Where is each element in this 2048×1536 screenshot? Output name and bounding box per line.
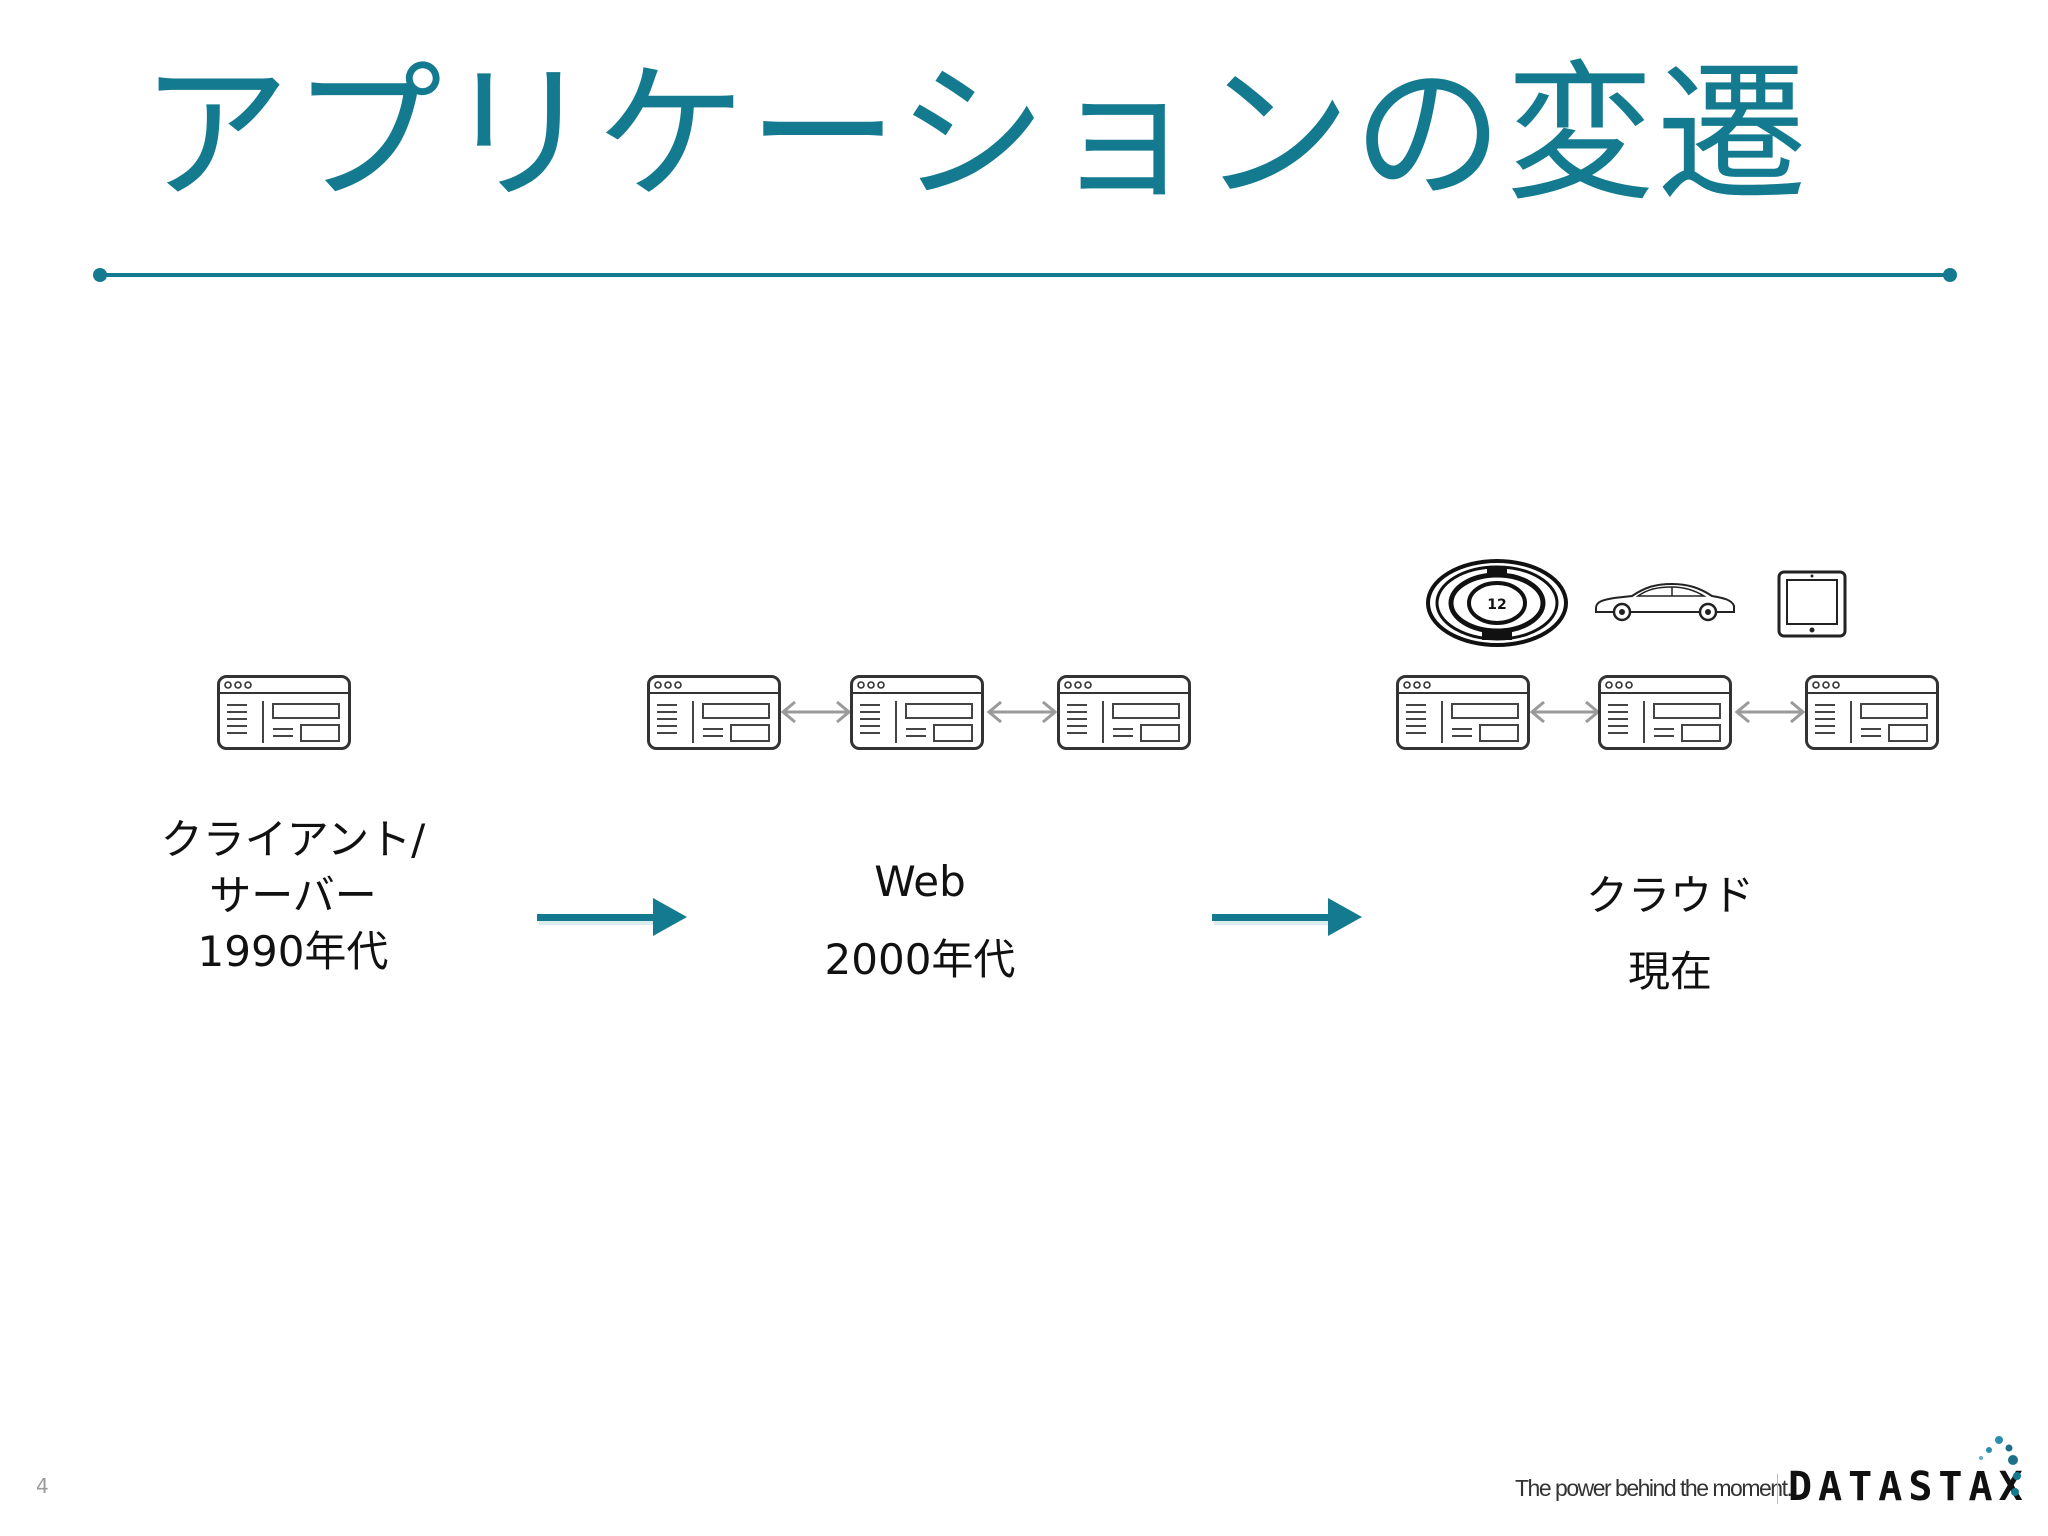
footer-tagline: The power behind the moment. bbox=[1515, 1475, 1793, 1501]
slide-title: アプリケーションの変遷 bbox=[140, 48, 1810, 222]
era-web-label: Web bbox=[874, 857, 966, 906]
divider-start-dot bbox=[93, 268, 107, 282]
era-cloud-period: 現在 bbox=[1627, 947, 1712, 996]
browser-window-icon bbox=[647, 675, 781, 750]
double-arrow-icon bbox=[1735, 700, 1805, 724]
era-label-line: サーバー bbox=[209, 871, 377, 920]
browser-window-icon bbox=[1057, 675, 1191, 750]
double-arrow-icon bbox=[987, 700, 1057, 724]
footer-divider bbox=[1777, 1474, 1778, 1504]
double-arrow-icon bbox=[1530, 700, 1600, 724]
page-number: 4 bbox=[36, 1474, 49, 1498]
divider-end-dot bbox=[1943, 268, 1957, 282]
era-label-line: 1990年代 bbox=[197, 927, 389, 976]
era-cloud-label: クラウド bbox=[1585, 871, 1754, 920]
transition-arrow-1 bbox=[537, 898, 687, 936]
tablet-icon bbox=[1777, 570, 1847, 638]
brand-dots-icon bbox=[1979, 1436, 2021, 1496]
thermostat-reading: 12 bbox=[1487, 597, 1506, 613]
title-divider bbox=[93, 268, 1957, 282]
browser-window-icon bbox=[850, 675, 984, 750]
era-web-period: 2000年代 bbox=[824, 935, 1016, 984]
browser-window-icon bbox=[1805, 675, 1939, 750]
era-client-server-label: クライアント/ サーバー 1990年代 bbox=[133, 812, 453, 980]
era-label-line: クライアント/ bbox=[160, 815, 426, 864]
browser-window-icon bbox=[1598, 675, 1732, 750]
browser-window-icon bbox=[217, 675, 351, 750]
browser-window-icon bbox=[1396, 675, 1530, 750]
brand-logo: DATASTAX bbox=[1788, 1464, 2029, 1510]
double-arrow-icon bbox=[781, 700, 851, 724]
car-icon bbox=[1595, 582, 1735, 622]
transition-arrow-2 bbox=[1212, 898, 1362, 936]
thermostat-icon: 12 bbox=[1426, 559, 1568, 647]
